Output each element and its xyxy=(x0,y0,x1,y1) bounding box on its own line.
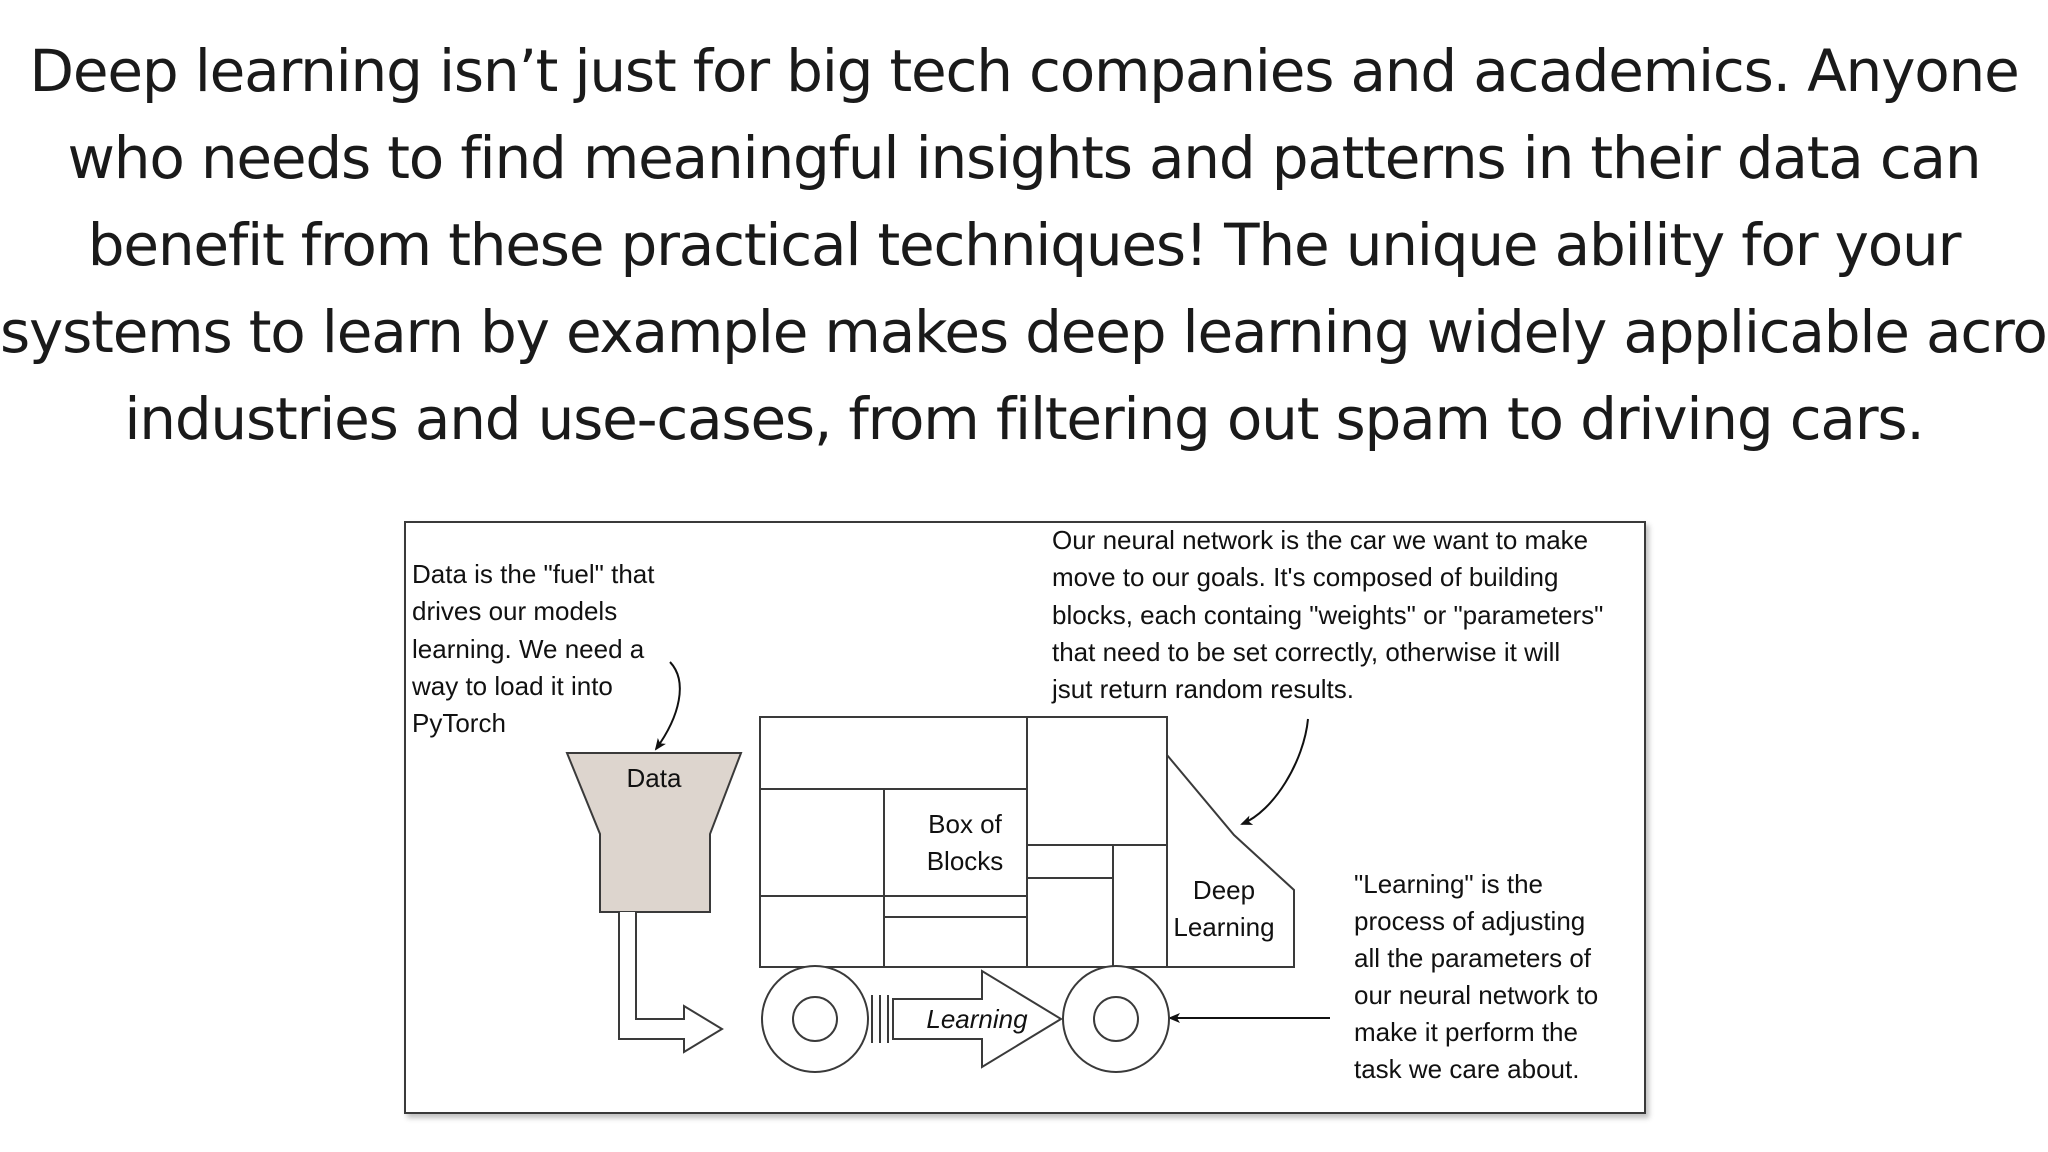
network-note-line: blocks, each containg "weights" or "para… xyxy=(1052,600,1603,630)
data-note-line: learning. We need a xyxy=(412,634,645,664)
headline-line: benefit from these practical techniques!… xyxy=(0,202,2048,289)
data-note-line: Data is the "fuel" that xyxy=(412,559,655,589)
box-label-line: Blocks xyxy=(927,846,1004,876)
network-note: Our neural network is the car we want to… xyxy=(1051,525,1603,704)
learning-note-line: process of adjusting xyxy=(1354,906,1585,936)
truck-mid-section xyxy=(1027,717,1167,967)
learning-arrow-label: Learning xyxy=(926,1004,1028,1034)
learning-note-line: make it perform the xyxy=(1354,1017,1578,1047)
data-note: Data is the "fuel" that drives our model… xyxy=(411,559,655,738)
headline: Deep learning isn’t just for big tech co… xyxy=(0,28,2048,463)
network-note-line: Our neural network is the car we want to… xyxy=(1052,525,1588,555)
network-note-line: jsut return random results. xyxy=(1051,674,1354,704)
data-pipe xyxy=(619,912,722,1052)
cab-label-line: Deep xyxy=(1193,875,1255,905)
data-note-line: PyTorch xyxy=(412,708,506,738)
headline-line: systems to learn by example makes deep l… xyxy=(0,289,2048,376)
network-note-arrow xyxy=(1242,719,1308,824)
headline-line: who needs to find meaningful insights an… xyxy=(0,115,2048,202)
data-note-arrow xyxy=(656,662,680,749)
network-note-line: that need to be set correctly, otherwise… xyxy=(1052,637,1560,667)
data-note-line: way to load it into xyxy=(411,671,613,701)
axle xyxy=(872,995,888,1043)
rear-wheel xyxy=(762,966,868,1072)
data-note-line: drives our models xyxy=(412,596,617,626)
learning-note-line: "Learning" is the xyxy=(1354,869,1543,899)
deep-learning-truck-diagram: Data is the "fuel" that drives our model… xyxy=(404,521,1646,1114)
headline-line: Deep learning isn’t just for big tech co… xyxy=(0,28,2048,115)
learning-note: "Learning" is the process of adjusting a… xyxy=(1354,869,1598,1084)
headline-line: industries and use-cases, from filtering… xyxy=(0,376,2048,463)
hopper-label: Data xyxy=(627,763,682,793)
truck-cargo xyxy=(760,717,1027,967)
network-note-line: move to our goals. It's composed of buil… xyxy=(1052,562,1558,592)
learning-note-line: our neural network to xyxy=(1354,980,1598,1010)
front-wheel xyxy=(1063,966,1169,1072)
cab-label-line: Learning xyxy=(1173,912,1274,942)
truck-body xyxy=(760,717,1167,967)
learning-note-line: task we care about. xyxy=(1354,1054,1579,1084)
box-label-line: Box of xyxy=(928,809,1002,839)
learning-note-line: all the parameters of xyxy=(1354,943,1592,973)
